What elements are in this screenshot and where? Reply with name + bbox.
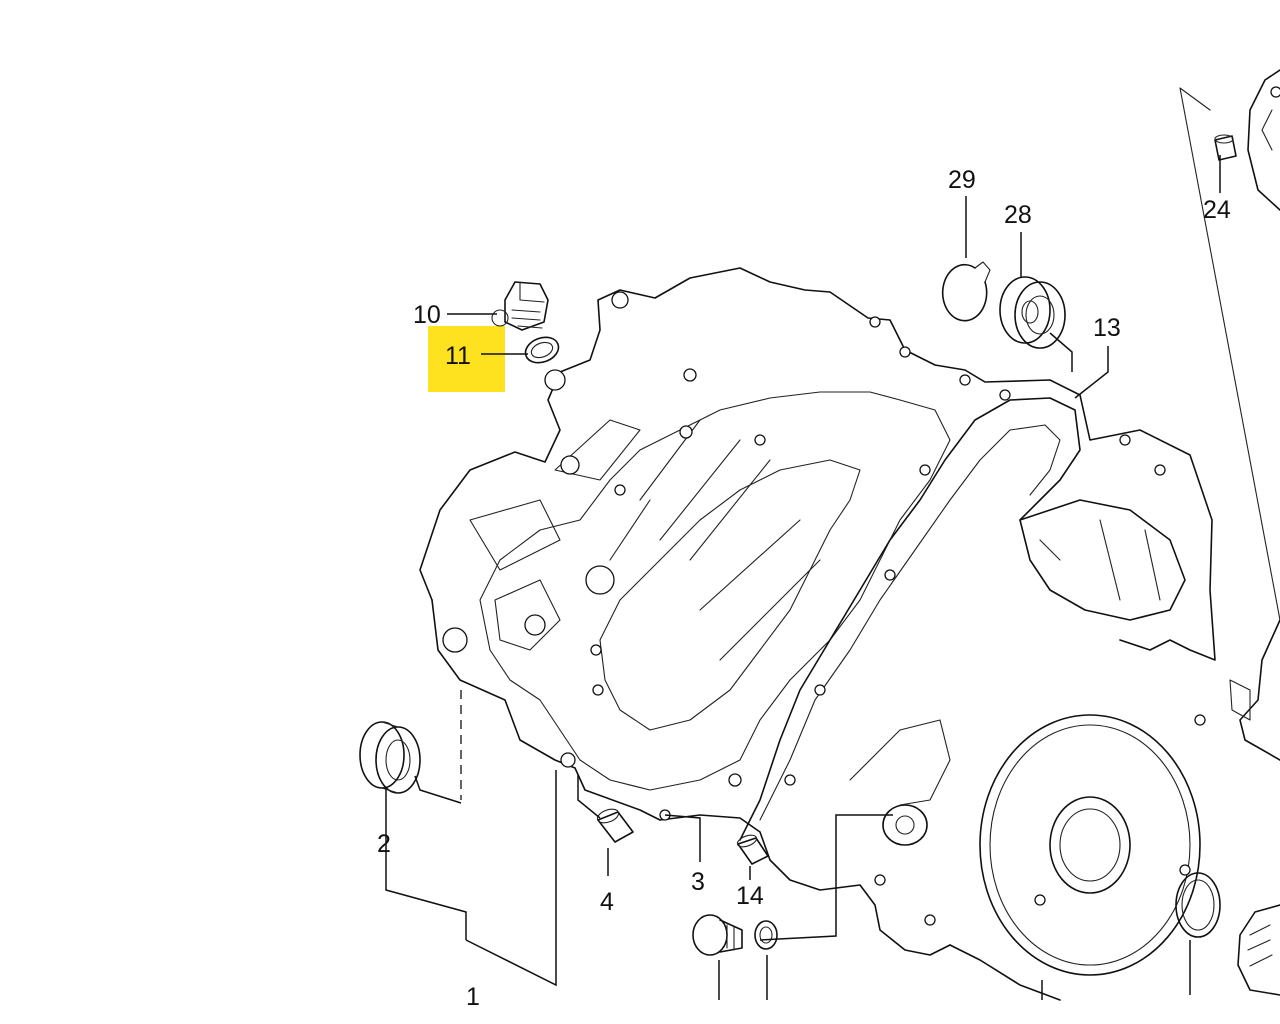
adjacent-assembly: [1179, 69, 1280, 761]
oil-seal-part-2: [359, 721, 421, 794]
callout-13: 13: [1093, 314, 1121, 342]
callout-3: 3: [691, 868, 705, 896]
callout-10: 10: [413, 301, 441, 329]
callout-labels: 10 11 29 28 13 24 2 4 3 14 1: [377, 166, 1231, 1011]
callout-29: 29: [948, 166, 976, 194]
callout-1: 1: [466, 983, 480, 1011]
right-crankcase-cover: [739, 374, 1206, 1001]
washer-part-11: [524, 336, 560, 364]
plug-part-10: [504, 281, 549, 331]
bearing-part-28: [999, 276, 1066, 349]
callout-2: 2: [377, 830, 391, 858]
filler-cap: [1237, 904, 1280, 996]
callout-11-highlight: [428, 326, 505, 392]
crankcase-left-half: [419, 267, 1216, 956]
callout-28: 28: [1004, 201, 1032, 229]
o-ring: [1175, 872, 1221, 938]
callout-11: 11: [445, 342, 471, 370]
callout-14: 14: [736, 882, 764, 910]
circlip-part-29: [941, 261, 991, 322]
dowel-pin-part-4: [596, 808, 634, 843]
leader-lines: [385, 155, 1221, 1000]
dowel-pin-part-14: [736, 834, 769, 865]
callout-24: 24: [1203, 196, 1231, 224]
callout-4: 4: [600, 888, 614, 916]
drain-bolt: [692, 914, 778, 956]
